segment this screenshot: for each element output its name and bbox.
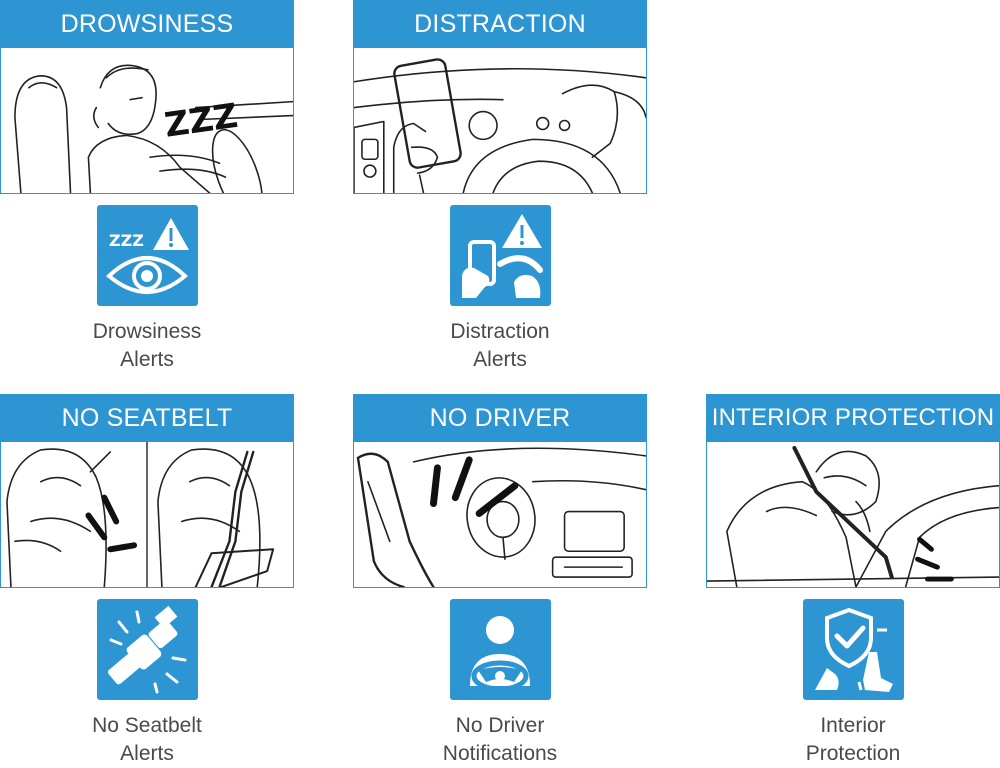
drowsy-driver-illustration: ZZZ xyxy=(0,48,294,194)
caption-line-2: Alerts xyxy=(473,348,527,371)
caption-line-1: No Driver xyxy=(455,714,545,737)
card-no-seatbelt: NO SEATBELT xyxy=(0,394,294,768)
caption-line-1: Interior xyxy=(820,714,886,737)
caption: Interior Protection xyxy=(706,712,1000,768)
card-no-driver: NO DRIVER xyxy=(353,394,647,768)
caption-line-1: Drowsiness xyxy=(92,320,202,343)
caption-line-2: Notifications xyxy=(442,742,558,765)
caption-line-1: No Seatbelt xyxy=(92,714,202,737)
banner-title: NO SEATBELT xyxy=(0,394,294,442)
driver-steering-icon xyxy=(449,599,551,700)
caption-line-1: Distraction xyxy=(450,320,550,343)
caption: Distraction Alerts xyxy=(353,318,647,374)
card-distraction: DISTRACTION xyxy=(353,0,647,374)
caption: Drowsiness Alerts xyxy=(0,318,294,374)
empty-seat-illustration xyxy=(353,442,647,588)
sleep-zzz-text: ZZZ xyxy=(162,96,240,145)
phone-wheel-warning-icon xyxy=(449,205,551,306)
seatbelt-buckle-icon xyxy=(96,599,198,700)
banner-title: NO DRIVER xyxy=(353,394,647,442)
banner-title: DISTRACTION xyxy=(353,0,647,48)
break-in-illustration xyxy=(706,442,1000,588)
seatbelt-illustration xyxy=(0,442,294,588)
caption: No Driver Notifications xyxy=(353,712,647,768)
caption-line-2: Alerts xyxy=(120,348,174,371)
card-interior-protection: INTERIOR PROTECTION xyxy=(706,394,1000,768)
shield-seat-icon xyxy=(802,599,904,700)
distracted-driver-illustration xyxy=(353,48,647,194)
caption-line-2: Protection xyxy=(805,742,901,765)
card-drowsiness: DROWSINESS ZZZ ZZZ xyxy=(0,0,294,374)
banner-title: INTERIOR PROTECTION xyxy=(706,394,1000,442)
caption: No Seatbelt Alerts xyxy=(0,712,294,768)
caption-line-2: Alerts xyxy=(120,742,174,765)
banner-title: DROWSINESS xyxy=(0,0,294,48)
icon-zzz-text: ZZZ xyxy=(109,231,144,250)
eye-warning-icon: ZZZ xyxy=(96,205,198,306)
